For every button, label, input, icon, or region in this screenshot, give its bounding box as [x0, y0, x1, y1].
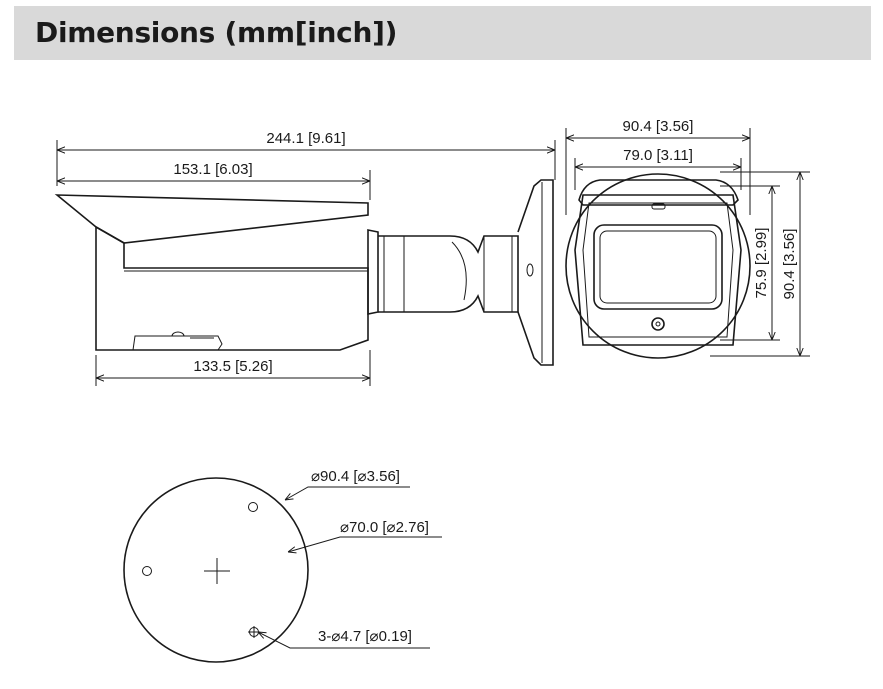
- bracket-arm: [378, 235, 519, 313]
- label-outer-diameter: ⌀90.4 [⌀3.56]: [311, 468, 400, 485]
- mount-base: [517, 179, 554, 366]
- sun-shield: [54, 194, 369, 244]
- section-title: Dimensions (mm[inch]): [35, 16, 398, 49]
- label-holes: 3-⌀4.7 [⌀0.19]: [318, 628, 412, 645]
- leader-outer-diameter: [285, 486, 410, 500]
- camera-body: [95, 225, 369, 351]
- section-header: Dimensions (mm[inch]): [14, 6, 871, 60]
- leader-holes: [258, 632, 430, 649]
- label-inner-height: 75.9 [2.99]: [753, 228, 770, 299]
- label-inner-width: 79.0 [3.11]: [623, 147, 693, 164]
- mount-base-view: ⌀90.4 [⌀3.56] ⌀70.0 [⌀2.76] 3-⌀4.7 [⌀0.1…: [123, 468, 442, 663]
- front-view: 90.4 [3.56] 79.0 [3.11] 75.9 [2.99] 90.4…: [565, 118, 810, 359]
- label-overall-length: 244.1 [9.61]: [266, 130, 345, 147]
- side-view: 244.1 [9.61] 153.1 [6.03] 133.5 [5.26]: [54, 130, 556, 386]
- front-housing: [574, 194, 742, 346]
- label-lower-length: 133.5 [5.26]: [193, 358, 272, 375]
- rear-cap: [367, 229, 379, 315]
- front-shield: [578, 179, 739, 206]
- mount-hole: [142, 566, 152, 576]
- bottom-clip: [132, 335, 223, 351]
- label-hole-circle-diameter: ⌀70.0 [⌀2.76]: [340, 519, 429, 536]
- label-outer-height: 90.4 [3.56]: [781, 229, 798, 300]
- leader-hole-circle: [288, 536, 442, 552]
- mount-outer-circle: [123, 477, 309, 663]
- top-indicator: [651, 203, 666, 210]
- mount-hole: [248, 502, 258, 512]
- front-mount-circle: [565, 173, 751, 359]
- label-body-length: 153.1 [6.03]: [173, 161, 252, 178]
- lens-window: [593, 224, 723, 310]
- label-outer-width: 90.4 [3.56]: [623, 118, 694, 135]
- mount-screw: [526, 263, 534, 277]
- front-screw: [651, 317, 665, 331]
